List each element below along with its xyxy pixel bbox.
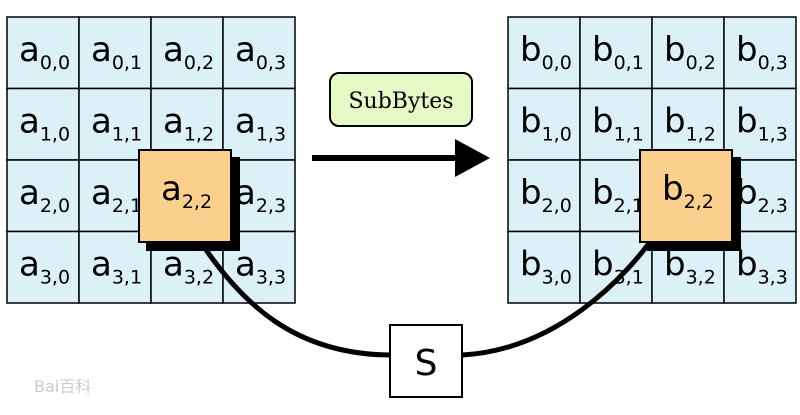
- input-cell-0-3: [222, 16, 296, 90]
- input-cell-label-2-0: a2,0: [19, 173, 70, 217]
- input-cell-label-1-3: a1,3: [235, 102, 286, 146]
- input-cell-3-3: [222, 230, 296, 304]
- input-cell-0-0: [6, 16, 80, 90]
- output-cell-label-3-3: b3,3: [736, 245, 788, 289]
- input-cell-label-3-3: a3,3: [235, 245, 286, 289]
- watermark: Bai百科: [34, 377, 91, 396]
- output-cell-label-0-1: b0,1: [592, 30, 644, 74]
- input-highlight-cell: a2,2: [138, 149, 232, 243]
- output-cell-label-2-0: b2,0: [520, 173, 572, 217]
- input-highlight-label: a2,2: [161, 169, 212, 213]
- output-cell-label-2-1: b2,1: [592, 173, 644, 217]
- output-cell-label-0-2: b0,2: [664, 30, 716, 74]
- sbox-label: S: [415, 343, 438, 384]
- output-cell-0-0: [507, 16, 581, 90]
- output-cell-label-0-3: b0,3: [736, 30, 788, 74]
- output-highlight-label: b2,2: [662, 169, 714, 213]
- output-cell-label-3-0: b3,0: [520, 245, 572, 289]
- input-cell-1-0: [6, 87, 80, 161]
- output-cell-3-2: [651, 230, 725, 304]
- input-cell-label-0-2: a0,2: [163, 30, 214, 74]
- operation-label-box: [329, 72, 473, 127]
- input-cell-0-2: [150, 16, 224, 90]
- input-cell-label-3-1: a3,1: [91, 245, 142, 289]
- output-cell-label-0-0: b0,0: [520, 30, 572, 74]
- input-cell-label-2-3: a2,3: [235, 173, 286, 217]
- input-cell-label-3-2: a3,2: [163, 245, 214, 289]
- sbox-curve-out: [461, 226, 663, 358]
- arrow-right-icon: [455, 139, 490, 177]
- output-cell-label-3-2: b3,2: [664, 245, 716, 289]
- input-cell-label-1-1: a1,1: [91, 102, 142, 146]
- output-cell-0-3: [723, 16, 797, 90]
- output-cell-1-0: [507, 87, 581, 161]
- input-cell-label-0-0: a0,0: [19, 30, 70, 74]
- input-cell-label-2-1: a2,1: [91, 173, 142, 217]
- input-highlight-box: [138, 149, 232, 243]
- sbox-curve-arrow-icon: [184, 218, 393, 358]
- output-cell-3-3: [723, 230, 797, 304]
- output-cell-label-3-1: b3,1: [592, 245, 644, 289]
- output-cell-label-1-0: b1,0: [520, 102, 572, 146]
- output-cell-label-1-3: b1,3: [736, 102, 788, 146]
- output-highlight-box: [639, 149, 733, 243]
- output-highlight-cell: b2,2: [639, 149, 733, 243]
- input-cell-label-1-0: a1,0: [19, 102, 70, 146]
- output-cell-label-1-1: b1,1: [592, 102, 644, 146]
- output-cell-3-0: [507, 230, 581, 304]
- input-cell-1-3: [222, 87, 296, 161]
- sbox-box: [389, 324, 463, 398]
- output-cell-1-3: [723, 87, 797, 161]
- operation-label: SubBytes: [348, 89, 453, 114]
- output-cell-2-3: [723, 159, 797, 233]
- input-state-grid: a0,0 a0,1 a0,2 a0,3 a1,0 a1,1 a1,2 a1,3 a2,0 a2,1…: [6, 16, 296, 304]
- output-cell-label-1-2: b1,2: [664, 102, 716, 146]
- output-cell-label-2-3: b2,3: [736, 173, 788, 217]
- output-state-grid: b0,0 b0,1 b0,2 b0,3 b1,0 b1,1 b1,2 b1,3 b2,0 b2,1…: [507, 16, 797, 304]
- input-cell-label-3-0: a3,0: [19, 245, 70, 289]
- input-cell-label-0-1: a0,1: [91, 30, 142, 74]
- input-cell-label-1-2: a1,2: [163, 102, 214, 146]
- input-cell-label-0-3: a0,3: [235, 30, 286, 74]
- input-cell-1-1: [78, 87, 152, 161]
